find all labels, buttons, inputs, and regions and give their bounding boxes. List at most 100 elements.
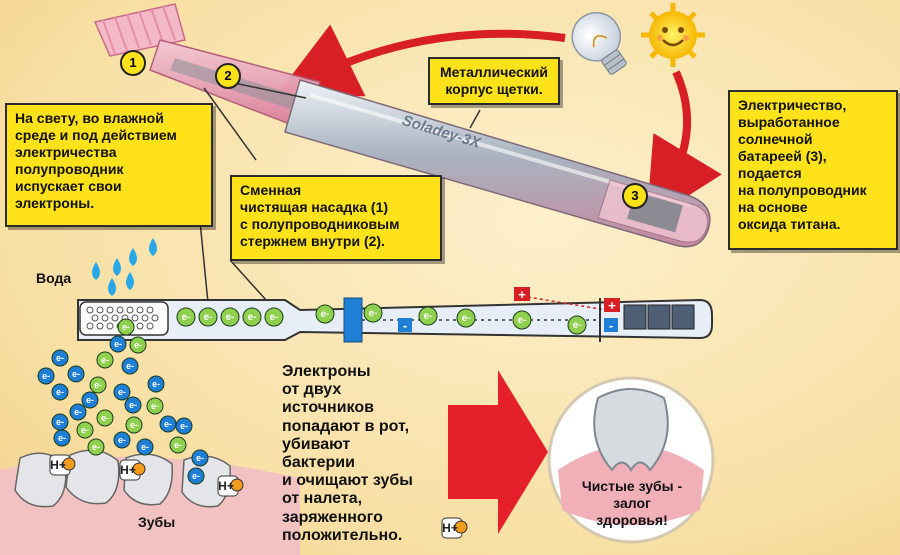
electron-label: e- — [424, 311, 433, 322]
electron-label: e- — [56, 353, 64, 363]
callout-line: электричества — [15, 144, 117, 160]
text-line: попадают в рот, — [282, 417, 410, 435]
hydrogen-ion-icon: H+ — [119, 459, 146, 481]
text-line: здоровья! — [596, 512, 668, 528]
callout-line: На свету, во влажной — [15, 110, 164, 126]
electron-label: e- — [74, 407, 82, 417]
minus-terminal: - - — [398, 318, 618, 333]
electron-icon: e- — [69, 403, 87, 421]
hydrogen-ion-label: H+ — [218, 479, 234, 493]
electron-label: e- — [321, 309, 330, 320]
water-drops — [92, 238, 157, 296]
callout-line: Электричество, — [738, 97, 847, 113]
text-line: убивают — [282, 435, 351, 453]
electron-label: e- — [58, 433, 66, 443]
electron-icon: e- — [125, 416, 143, 434]
callout-line: солнечной — [738, 131, 813, 147]
badge-3: 3 — [622, 183, 648, 209]
electron-icon: e- — [124, 396, 142, 414]
callout-line: оксида титана. — [738, 216, 841, 232]
svg-text:-: - — [403, 318, 407, 333]
metal-body-callout: Металлический корпус щетки. — [428, 57, 560, 105]
electron-label: e- — [122, 322, 130, 332]
electron-icon: e- — [121, 357, 139, 375]
badge-2: 2 — [215, 63, 241, 89]
electron-icon: e- — [117, 318, 135, 336]
electron-label: e- — [518, 315, 527, 326]
electron-icon: e- — [81, 391, 99, 409]
electron-icon: e- — [89, 376, 107, 394]
text-line: Электроны — [282, 363, 371, 380]
text-line: от двух — [282, 381, 342, 399]
callout-line: корпус щетки. — [445, 81, 543, 97]
callout-line: полупроводник — [15, 161, 124, 177]
electron-label: e- — [134, 340, 142, 350]
electron-label: e- — [180, 421, 188, 431]
electron-icon: e- — [146, 397, 164, 415]
electron-icon: e- — [51, 349, 69, 367]
text-line: положительно. — [282, 526, 403, 544]
text-line: залог — [613, 495, 651, 511]
electron-label: e- — [369, 308, 378, 319]
electron-label: e- — [174, 440, 182, 450]
electron-icon: e- — [129, 336, 147, 354]
electron-icon: e- — [176, 307, 196, 327]
electron-icon: e- — [198, 307, 218, 327]
result-arrow — [448, 370, 548, 534]
electron-icon: e- — [136, 438, 154, 456]
text-line: Чистые зубы - — [581, 478, 683, 494]
electron-label: e- — [130, 420, 138, 430]
electron-label: e- — [182, 312, 191, 323]
electron-icon: e- — [418, 306, 438, 326]
clean-teeth-caption: Чистые зубы - залог здоровья! — [570, 478, 694, 529]
electron-icon: e- — [67, 365, 85, 383]
electron-icon: e- — [96, 351, 114, 369]
electron-icon: e- — [51, 413, 69, 431]
hydrogen-ion-icon: H+ — [217, 475, 244, 497]
electron-label: e- — [248, 312, 257, 323]
hydrogen-ion-icon: H+ — [441, 517, 468, 539]
sun-icon — [641, 3, 705, 67]
semiconductor-callout: На свету, во влажной среде и под действи… — [5, 103, 213, 227]
hydrogen-ion-label: H+ — [120, 463, 136, 477]
callout-line: батареей (3), — [738, 148, 827, 164]
electron-label: e- — [94, 380, 102, 390]
text-line: от налета, — [282, 490, 363, 508]
electron-icon: e- — [567, 315, 587, 335]
brush-schematic: + + - - — [77, 287, 713, 343]
electron-label: e- — [81, 425, 89, 435]
hydrogen-ions: H+ H+ H+ H+ — [49, 454, 468, 539]
electron-label: e- — [204, 312, 213, 323]
electron-icon: e- — [76, 421, 94, 439]
text-line: заряженного — [282, 508, 383, 526]
electron-icon: e- — [109, 335, 127, 353]
sun-arrow — [646, 70, 722, 223]
electron-icon: e- — [175, 417, 193, 435]
callout-line: электроны. — [15, 195, 95, 211]
callout-line: стержнем внутри (2). — [240, 233, 385, 249]
electron-icon: e- — [87, 438, 105, 456]
callout-line: выработанное — [738, 114, 840, 130]
electron-label: e- — [114, 339, 122, 349]
svg-text:-: - — [609, 318, 613, 333]
electron-label: e- — [226, 312, 235, 323]
electron-label: e- — [164, 419, 172, 429]
electron-icon: e- — [363, 303, 383, 323]
electron-label: e- — [141, 442, 149, 452]
nozzle-callout: Сменная чистящая насадка (1) с полупрово… — [230, 175, 442, 261]
callout-line: на полупроводник — [738, 182, 867, 198]
light-bulb-icon — [571, 12, 627, 75]
electron-icon: e- — [113, 383, 131, 401]
electron-label: e- — [573, 320, 582, 331]
electron-icon: e- — [147, 375, 165, 393]
electron-label: e- — [42, 371, 50, 381]
electron-icon: e- — [220, 307, 240, 327]
electron-label: e- — [72, 369, 80, 379]
hydrogen-ion-icon: H+ — [49, 454, 76, 476]
electron-label: e- — [270, 312, 279, 323]
callout-line: испускает свои — [15, 178, 122, 194]
text-line: и очищают зубы — [282, 472, 413, 490]
callout-line: на основе — [738, 199, 808, 215]
electron-icon: e- — [315, 304, 335, 324]
